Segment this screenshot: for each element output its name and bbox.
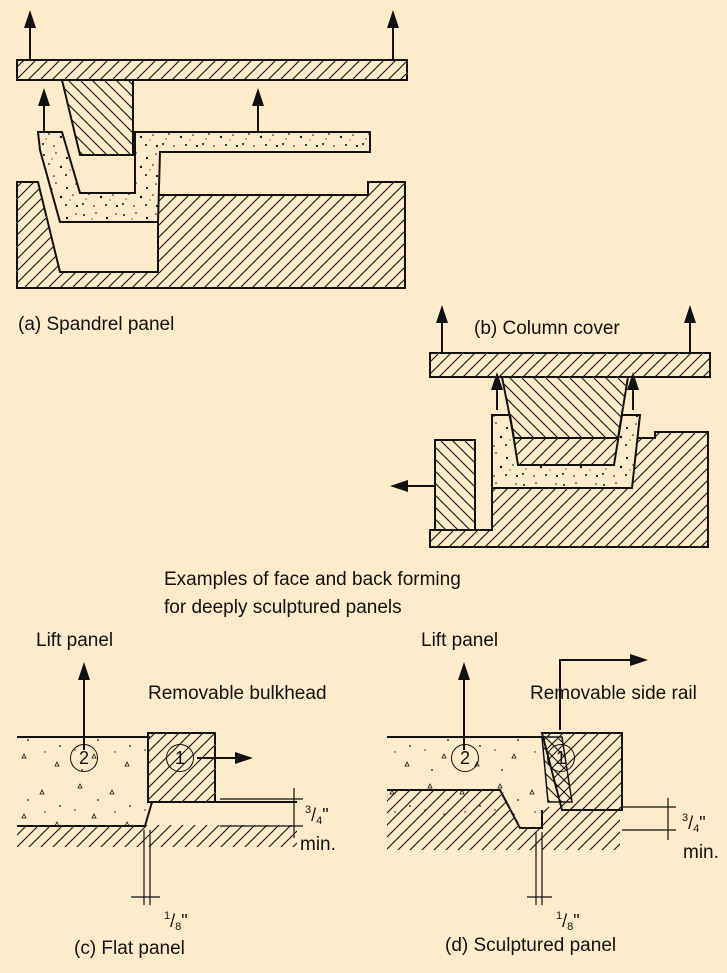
spandrel-top-form (60, 79, 134, 156)
diagram-c-flat-panel (17, 662, 303, 905)
label-removable-side-rail: Removable side rail (530, 683, 697, 704)
diagram-b-column-cover (390, 305, 711, 548)
diagram-a-spandrel (16, 10, 408, 289)
label-lift-panel-c: Lift panel (36, 630, 114, 651)
column-top-form (500, 376, 630, 439)
label-min-d: min. (683, 842, 719, 863)
caption-spandrel-panel: (a) Spandrel panel (18, 314, 175, 335)
column-side-form (434, 439, 476, 531)
column-strongback (429, 352, 711, 378)
caption-column-cover: (b) Column cover (474, 318, 620, 339)
label-min-c: min. (300, 834, 336, 855)
dim-three-quarter-d: 3/4" (682, 812, 706, 835)
circle-marker-2-d: 2 (451, 744, 479, 772)
figure-title-line-1: Examples of face and back forming (164, 569, 461, 590)
caption-sculptured-panel: (d) Sculptured panel (445, 935, 617, 956)
spandrel-bottom-form (16, 181, 406, 289)
dim-three-quarter-c: 3/4" (305, 804, 329, 827)
spandrel-panel-concrete (36, 131, 371, 223)
label-lift-panel-d: Lift panel (421, 630, 499, 651)
label-removable-bulkhead: Removable bulkhead (148, 683, 327, 704)
circle-marker-1-d: 1 (547, 744, 575, 772)
circle-marker-1-c: 1 (166, 744, 194, 772)
dim-one-eighth-d: 1/8" (556, 910, 580, 933)
circle-marker-2-c: 2 (70, 744, 98, 772)
caption-flat-panel: (c) Flat panel (74, 938, 185, 959)
figure-title-line-2: for deeply sculptured panels (164, 597, 402, 618)
dim-one-eighth-c: 1/8" (164, 910, 188, 933)
spandrel-strongback (16, 59, 408, 81)
